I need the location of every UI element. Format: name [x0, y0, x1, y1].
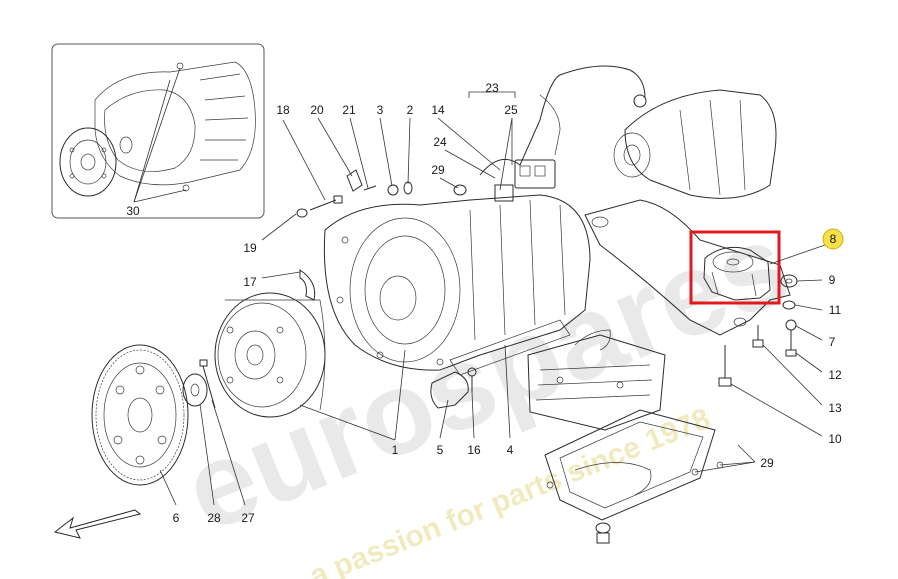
- bolt-16: [467, 367, 477, 392]
- callout-3: 3: [377, 103, 384, 117]
- callout-16: 16: [467, 443, 481, 457]
- small-fasteners: [346, 169, 413, 196]
- direction-arrow-icon: [53, 509, 142, 539]
- callout-13: 13: [828, 401, 842, 415]
- bolt-18: [296, 195, 343, 218]
- leader-lines: [159, 91, 826, 506]
- transmission-housing: [323, 194, 591, 376]
- callout-25: 25: [504, 103, 518, 117]
- callout-8: 8: [830, 232, 837, 246]
- callout-5: 5: [437, 443, 444, 457]
- part-8-badge: [822, 228, 844, 250]
- callout-19: 19: [243, 241, 257, 255]
- seal-17: [299, 269, 316, 301]
- callout-24: 24: [433, 135, 447, 149]
- callout-7: 7: [829, 335, 836, 349]
- transfer-case: [613, 89, 777, 199]
- plug-29: [453, 184, 467, 196]
- flex-plate: [182, 373, 208, 407]
- callout-30: 30: [126, 204, 140, 218]
- callout-11: 11: [829, 303, 842, 317]
- flywheel: [91, 344, 189, 486]
- bolt-27: [199, 359, 216, 409]
- callout-2: 2: [407, 103, 414, 117]
- callout-18: 18: [276, 103, 290, 117]
- callout-12: 12: [828, 368, 842, 382]
- callout-29-bottom: 29: [760, 456, 774, 470]
- right-fasteners: [718, 274, 798, 387]
- callout-4: 4: [507, 443, 514, 457]
- callout-14: 14: [431, 103, 445, 117]
- torque-converter: [214, 292, 326, 418]
- callout-10: 10: [828, 432, 842, 446]
- callout-21: 21: [342, 103, 356, 117]
- highlight-box: [689, 230, 781, 305]
- inset-view: [51, 43, 265, 219]
- callout-6: 6: [173, 511, 180, 525]
- valve-body: [527, 329, 666, 431]
- callout-27: 27: [241, 511, 255, 525]
- wiring-harness: [479, 65, 647, 202]
- callout-9: 9: [829, 273, 836, 287]
- callout-1: 1: [392, 443, 399, 457]
- bracket-5: [430, 371, 469, 409]
- transmission-mount: [703, 246, 771, 301]
- oil-pan: [544, 409, 724, 544]
- callout-20: 20: [310, 103, 324, 117]
- crossmember: [584, 199, 791, 336]
- callout-23: 23: [485, 81, 499, 95]
- callout-29-top: 29: [431, 163, 445, 177]
- callout-28: 28: [207, 511, 221, 525]
- callout-17: 17: [243, 275, 257, 289]
- callout-labels: 30 18 20 21 3 2 14 23 25 24 29 19 17 8 9…: [126, 81, 842, 525]
